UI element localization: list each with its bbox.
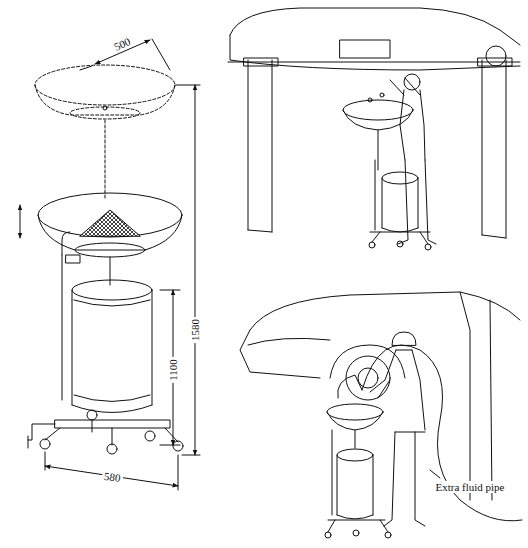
callout-label: Extra fluid pipe [433,481,506,493]
dimension-label: 580 [101,470,123,485]
dimension-label: 1100 [167,357,179,383]
dimension-label: 1580 [189,317,201,343]
dimension-label: 500 [110,34,134,53]
